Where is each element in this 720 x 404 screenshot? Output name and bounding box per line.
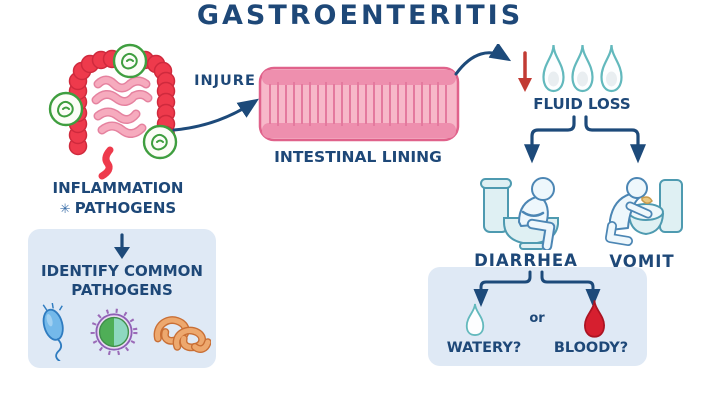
asterisk-icon: ✳ xyxy=(59,202,71,217)
down-arrow-icon xyxy=(114,233,130,259)
pathogens-label: PATHOGENS xyxy=(74,199,177,217)
diarrhea-illustration xyxy=(480,177,559,250)
decrease-arrow-icon xyxy=(518,51,532,92)
vomit-label: VOMIT xyxy=(609,252,675,271)
intestinal-lining-illustration xyxy=(258,66,460,142)
stool-branch-arrows xyxy=(473,270,601,307)
to-fluid-arrow-icon xyxy=(454,44,512,76)
lining-label: INTESTINAL LINING xyxy=(274,148,442,166)
pathogens-line: ✳PATHOGENS xyxy=(18,199,218,219)
pathogen-badge-icon xyxy=(112,43,148,79)
bloody-label: BLOODY? xyxy=(553,340,629,356)
inflammation-label: INFLAMMATION xyxy=(52,179,184,197)
or-label: or xyxy=(529,311,545,326)
virus-icon xyxy=(90,308,138,356)
pathogen-badge-icon xyxy=(48,91,84,127)
injure-arrow-icon xyxy=(172,98,259,132)
intestine-illustration xyxy=(48,43,178,180)
pathogen-icons-row xyxy=(28,303,216,361)
rectum xyxy=(98,146,114,180)
fluid-loss-label: FLUID LOSS xyxy=(533,95,631,113)
fluid-branch-arrows xyxy=(524,115,646,164)
watery-label: WATERY? xyxy=(446,340,522,356)
vomit-illustration xyxy=(605,177,683,246)
diarrhea-label: DIARRHEA xyxy=(474,251,578,270)
watery-droplet-icon xyxy=(465,303,485,337)
vomit-splash xyxy=(641,196,653,204)
water-droplet-icon xyxy=(542,44,565,93)
small-intestine xyxy=(91,75,153,138)
water-droplet-icon xyxy=(571,44,594,93)
water-droplet-icon xyxy=(600,44,623,93)
bacterium-icon xyxy=(42,303,64,361)
page-title: GASTROENTERITIS xyxy=(196,0,524,31)
bloody-droplet-icon xyxy=(584,300,605,338)
identify-heading-line1: IDENTIFY COMMON xyxy=(41,262,203,280)
injure-label: INJURE xyxy=(194,73,256,89)
identify-pathogens-box: IDENTIFY COMMON PATHOGENS xyxy=(28,229,216,368)
worms-icon xyxy=(153,316,211,353)
villi-striations xyxy=(269,82,447,126)
stool-type-box: or WATERY? BLOODY? xyxy=(428,267,647,366)
identify-heading-line2: PATHOGENS xyxy=(71,281,173,299)
